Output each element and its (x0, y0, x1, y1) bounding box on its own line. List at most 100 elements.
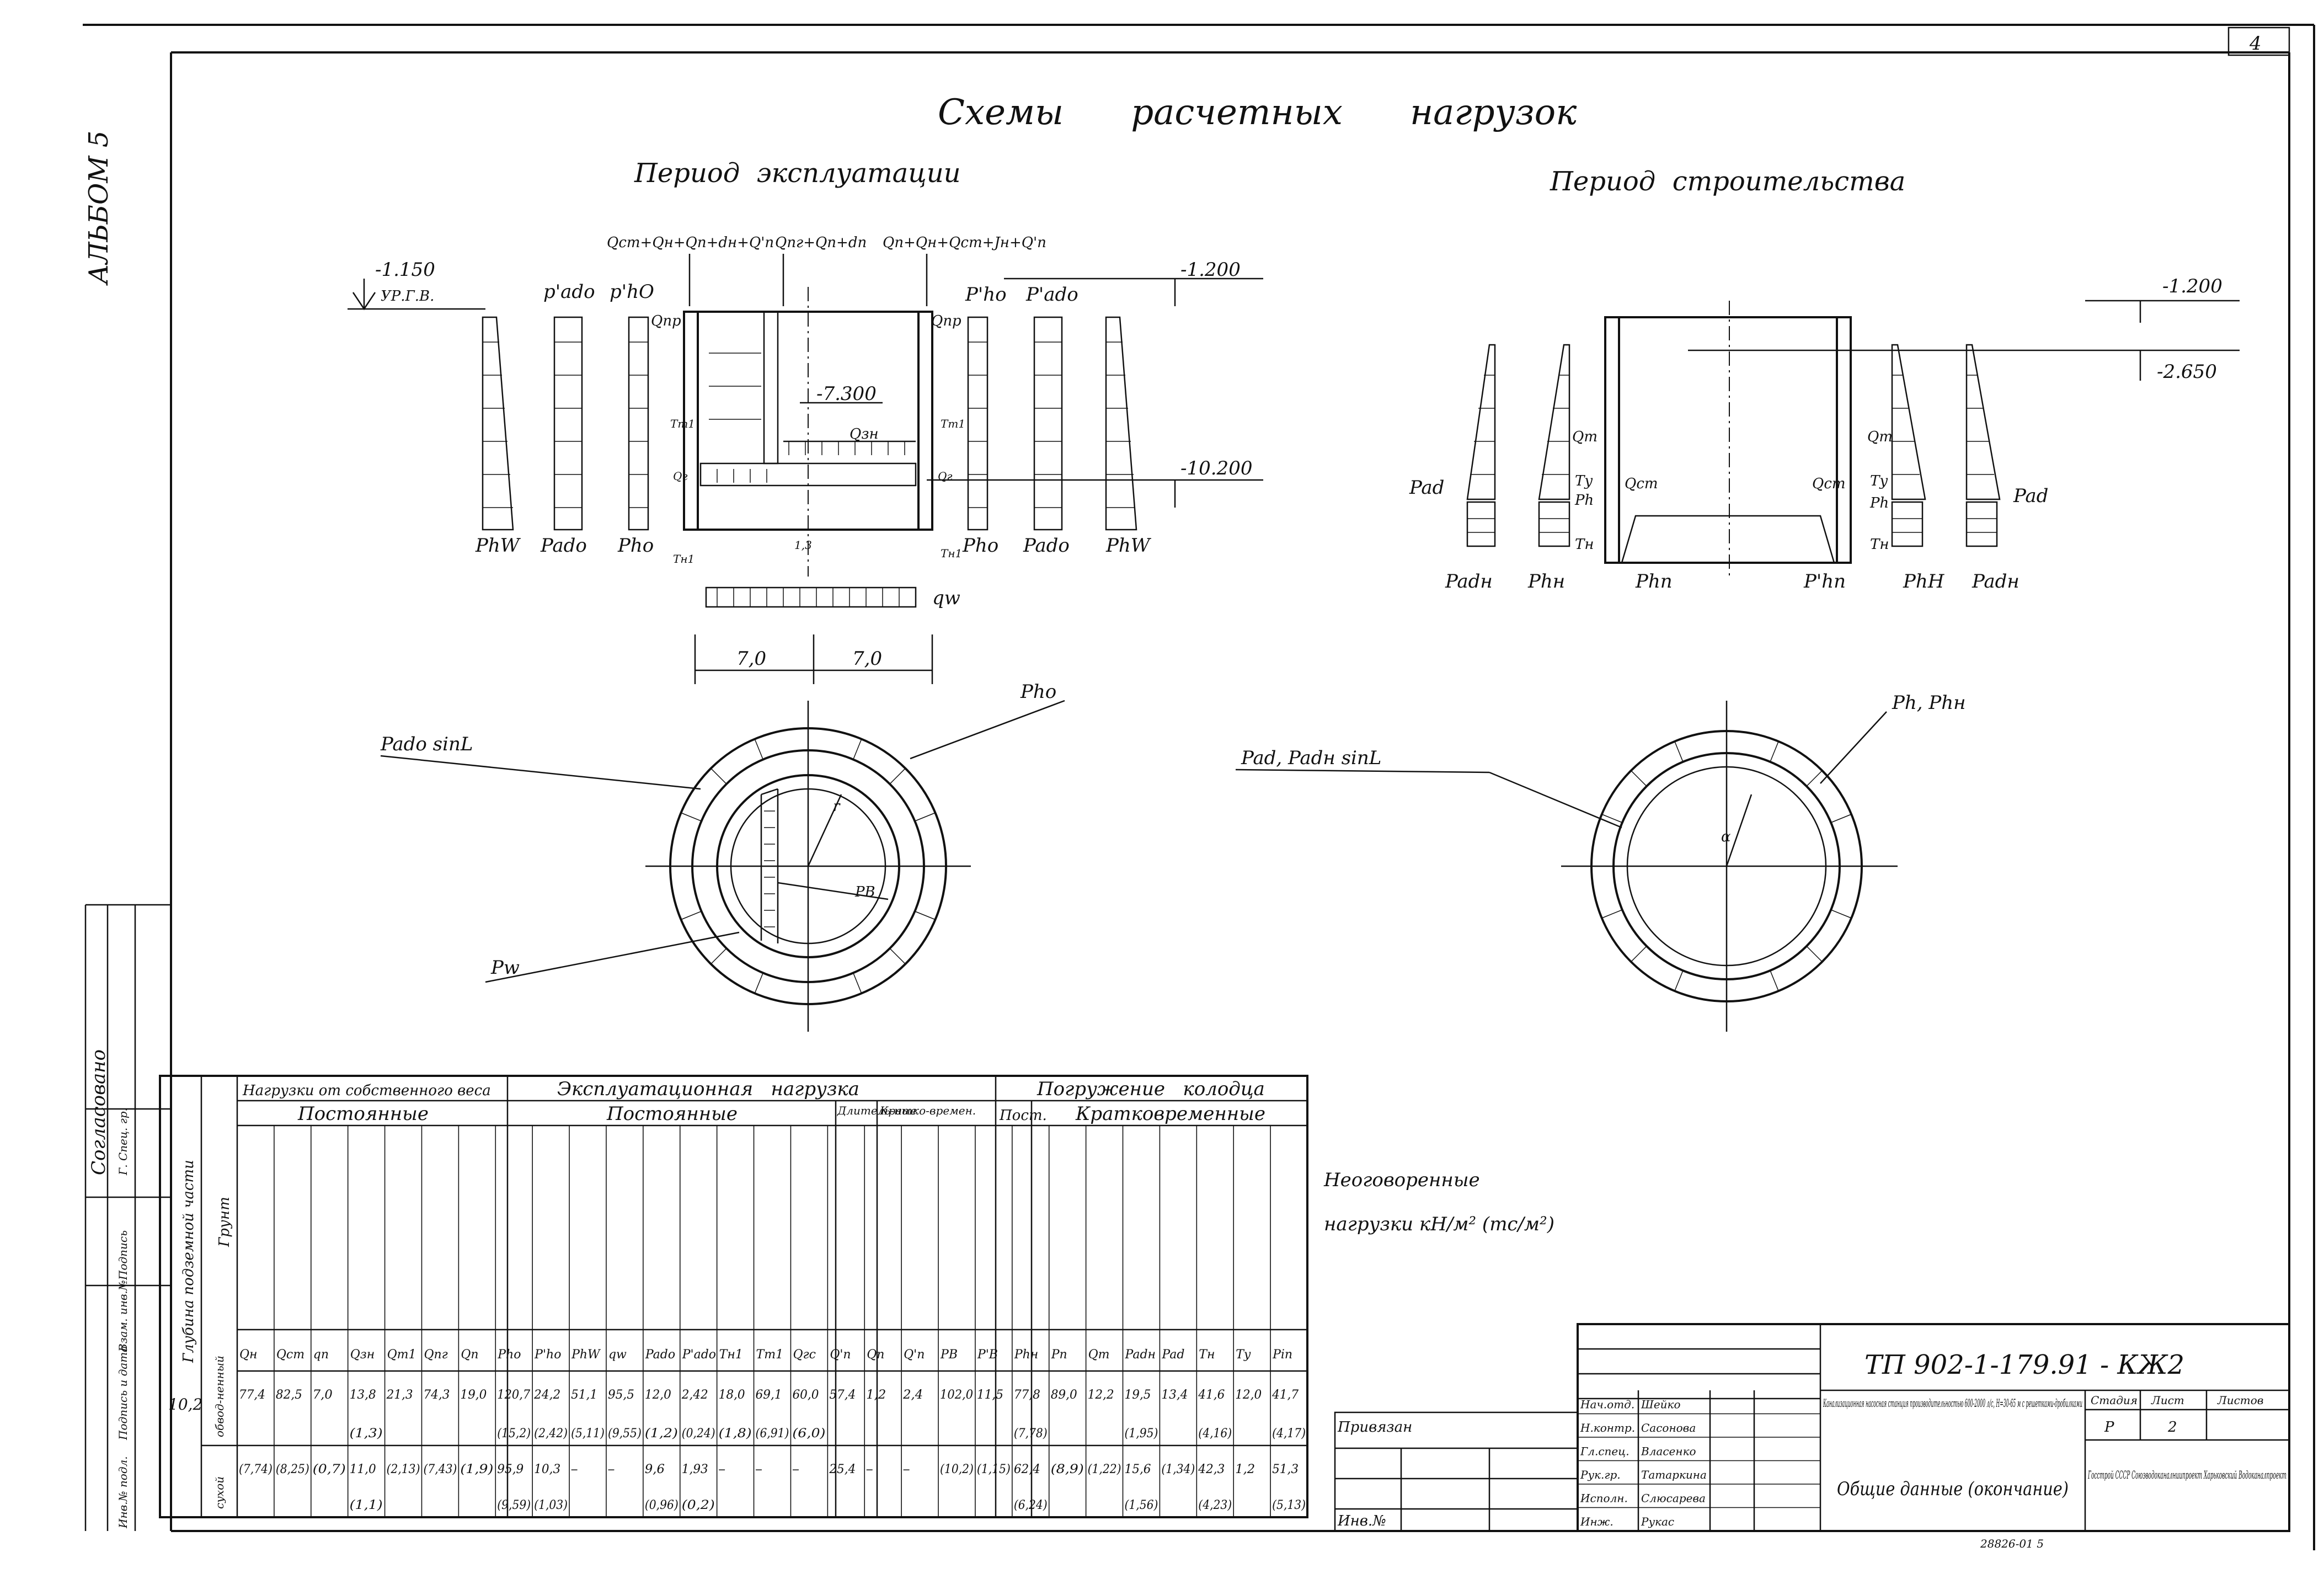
table-cell: (8,9) (1051, 1463, 1084, 1476)
tbl-group-expl: Эксплуатационная нагрузка (557, 1078, 859, 1100)
table-cell: 18,0 (719, 1388, 745, 1402)
agreed-label: Согласовано (88, 1049, 110, 1175)
table-cell: 25,4 (829, 1463, 856, 1476)
table-symbol: Qн (239, 1348, 258, 1362)
table-cell: 74,3 (423, 1388, 450, 1402)
title-block-name: Шейко (1641, 1398, 1681, 1411)
top-label-4: Qпр (931, 313, 961, 329)
table-cell: (6,91) (756, 1427, 789, 1441)
table-cell: — (866, 1463, 873, 1476)
c-plan-label-pad: Pad, Padн sinL (1241, 747, 1381, 769)
table-symbol: qw (608, 1348, 627, 1362)
table-symbol: Q'п (830, 1348, 851, 1362)
tbl-group-short: Кратко-времен. (879, 1104, 976, 1117)
table-cell: 1,2 (866, 1388, 886, 1402)
tb-stage-label: Стадия (2091, 1394, 2138, 1407)
table-symbol: Q'п (904, 1348, 925, 1362)
table-symbol: Qгс (793, 1348, 815, 1362)
tb-inv-no: Инв.№ (1337, 1513, 1386, 1529)
tbl-group-own-sub: Постоянные (297, 1103, 429, 1125)
table-cell: 1,93 (682, 1463, 708, 1476)
table-symbol: Qп (461, 1348, 478, 1362)
exploitation-section-scheme: -1.150 УР.Г.В. -1.200 -7.300 -10.200 Qст… (348, 234, 1263, 684)
table-cell: 9,6 (645, 1463, 665, 1476)
table-cell: 60,0 (792, 1388, 819, 1402)
c-right-qt: Qт (1867, 429, 1893, 445)
table-cell: 69,1 (756, 1388, 782, 1402)
inner-label-dim13: 1,3 (794, 538, 812, 552)
table-cells: Qн77,4(7,74)Qст82,5(8,25)qп7,0(0,7)Qзн13… (239, 1125, 1306, 1517)
c-plan-label-ph: Ph, Phн (1892, 692, 1966, 714)
bottom-label-4: Pho (962, 535, 998, 557)
margin-cell-2: Подпись (116, 1230, 130, 1281)
table-cell: (1,03) (534, 1498, 568, 1512)
plan-label-pado: Pado sinL (380, 733, 473, 755)
table-cell: 11,0 (350, 1463, 376, 1476)
table-cell: (1,22) (1088, 1463, 1121, 1476)
level-bottom: -10.200 (1180, 457, 1252, 479)
table-cell: — (608, 1463, 615, 1476)
note-line-1: Неоговоренные (1323, 1169, 1480, 1191)
table-symbol: Tн1 (719, 1348, 743, 1362)
table-cell: 24,2 (533, 1388, 560, 1402)
table-cell: 7,0 (313, 1388, 333, 1402)
pressure-hatching (483, 342, 1135, 508)
formula-mid: Qпг+Qп+dп (775, 234, 867, 251)
table-cell: 102,0 (940, 1388, 973, 1402)
plan-label-pb: PB (854, 884, 875, 900)
table-cell: 11,5 (977, 1388, 1003, 1402)
table-cell: 19,0 (460, 1388, 487, 1402)
tbl-group-expl-sub: Постоянные (606, 1103, 738, 1125)
c-left-qt: Qт (1572, 429, 1598, 445)
level-groundwater: -1.150 (375, 259, 435, 281)
c-plan-label-alpha: α (1721, 829, 1731, 845)
plan-label-pw: Pw (490, 957, 520, 979)
table-symbol: P'ho (534, 1348, 561, 1362)
table-symbol: Pad (1161, 1348, 1184, 1362)
inner-label-qw: qw (932, 587, 960, 609)
title-block-name: Татаркина (1641, 1468, 1707, 1481)
table-cell: — (719, 1463, 725, 1476)
table-symbol: qп (313, 1348, 329, 1362)
table-cell: 1,2 (1235, 1463, 1255, 1476)
document-code: ТП 902-1-179.91 - КЖ2 (1864, 1349, 2184, 1380)
title-block-role: Нач.отд. (1580, 1398, 1634, 1411)
title-block-role: Гл.спец. (1580, 1445, 1630, 1458)
table-symbol: Pin (1272, 1348, 1292, 1362)
table-symbol: Tн (1199, 1348, 1215, 1362)
table-cell: (1,95) (1125, 1427, 1158, 1441)
table-cell: (9,55) (608, 1427, 642, 1441)
inner-label-tn1-left: Tн1 (673, 552, 694, 566)
c-right-qst: Qст (1812, 476, 1846, 492)
table-cell: (1,15) (977, 1463, 1011, 1476)
table-cell: 77,8 (1014, 1388, 1040, 1402)
inner-label-tt1-right: Tт1 (941, 417, 965, 430)
level-groundwater-sub: УР.Г.В. (381, 288, 434, 305)
title-block: ТП 902-1-179.91 - КЖ2 Привязан Инв.№ Нач… (1334, 1323, 2290, 1550)
c-bottom-3: Phn (1635, 570, 1673, 593)
title-block-roles: Нач.отд.ШейкоН.контр.СасоноваГл.спец.Вла… (1578, 1398, 1820, 1532)
table-cell: (8,25) (276, 1463, 309, 1476)
table-symbol: P'B (977, 1348, 998, 1362)
plan-exploitation: Pado sinL Pho Pw PB r (380, 681, 1065, 1032)
table-cell: — (756, 1463, 762, 1476)
c-right-ph: Рh (1869, 495, 1889, 511)
inner-label-tn1-right: Tн1 (941, 547, 962, 560)
table-cell: (1,8) (719, 1427, 752, 1441)
table-cell: 77,4 (239, 1388, 265, 1402)
table-cell: (1,3) (350, 1427, 383, 1441)
table-cell: 2,4 (902, 1388, 923, 1402)
tbl-immersion-short: Кратковременные (1075, 1103, 1265, 1125)
table-symbol: Qст (276, 1348, 304, 1362)
tbl-group-temp: Длитель-ные (837, 1104, 917, 1117)
c-left-ph: Рh (1574, 492, 1594, 509)
c-bottom-1: Padн (1445, 570, 1493, 593)
title-block-name: Слюсарева (1641, 1492, 1706, 1505)
construction-section-scheme: -1.200 -2.650 Pad Qт Tу Рh Qст Tн Qт Tу … (1409, 275, 2240, 593)
table-cell: 12,0 (645, 1388, 671, 1402)
plan-construction: Pad, Padн sinL Ph, Phн α (1235, 692, 1966, 1032)
table-cell: (0,2) (682, 1498, 715, 1512)
tb-stage: Р (2104, 1419, 2114, 1436)
sheet-frame: 4 (83, 24, 2315, 1550)
c-left-qst: Qст (1625, 476, 1658, 492)
